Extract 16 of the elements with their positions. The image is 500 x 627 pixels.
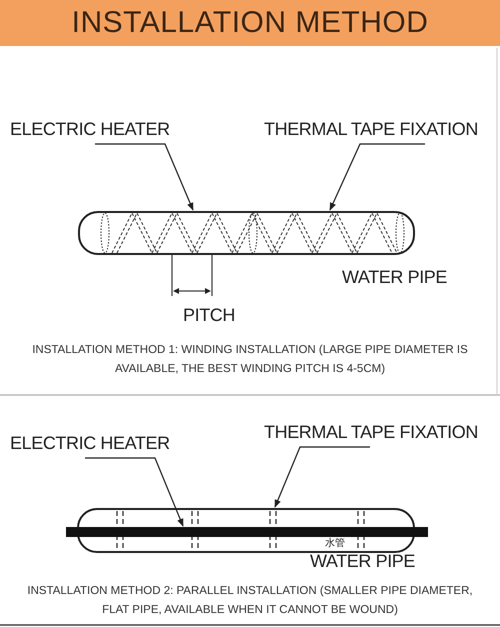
leader-line — [329, 143, 425, 211]
caption-text: INSTALLATION METHOD 1: WINDING INSTALLATION (LARGE PIPE DIAMETER IS AVAILABLE, THE BEST WINDING PITCH IS 4-5CM) — [31, 343, 469, 377]
leader-line — [274, 446, 370, 508]
leader-line — [95, 143, 194, 211]
callout-label: ELECTRIC HEATER — [10, 434, 170, 452]
callout-label: THERMAL TAPE FIXATION — [264, 423, 478, 441]
pipe-label: 水管 — [325, 539, 345, 549]
pipe-caption: WATER PIPE — [310, 552, 416, 570]
heater-cable — [66, 527, 428, 537]
leader-line — [85, 457, 184, 527]
title: INSTALLATION METHOD — [72, 6, 428, 40]
callout-label: THERMAL TAPE FIXATION — [264, 120, 478, 138]
pipe-caption: WATER PIPE — [342, 268, 448, 286]
caption-text: INSTALLATION METHOD 2: PARALLEL INSTALLATION (SMALLER PIPE DIAMETER, FLAT PIPE, AVAILABLE WHEN IT CANNOT BE WOUND) — [26, 584, 474, 618]
callout-label: ELECTRIC HEATER — [10, 120, 170, 138]
dimension-label: PITCH — [183, 306, 236, 324]
